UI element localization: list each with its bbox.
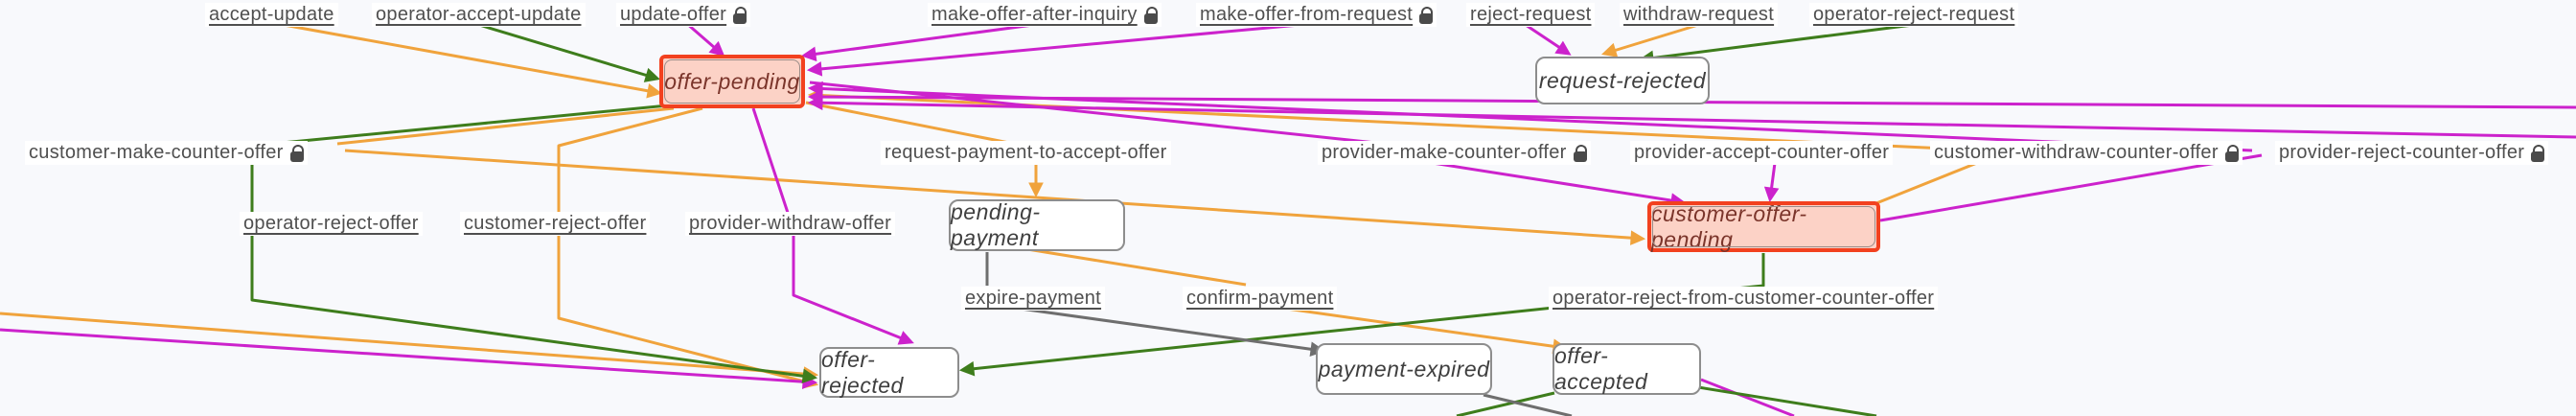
edge-offer-accepted-exit-green-b (1697, 385, 1877, 416)
transition-text: make-offer-from-request (1200, 4, 1414, 25)
lock-icon (1143, 6, 1158, 24)
edge-confirm-payment (1272, 305, 1569, 354)
edge-customer-reject-offer (557, 106, 819, 389)
transition-label-withdraw-request[interactable]: withdraw-request (1620, 3, 1779, 27)
edge-to-customer-make-counter-offer (336, 106, 675, 146)
state-node-label: pending-payment (951, 199, 1041, 250)
transition-text: make-offer-after-inquiry (932, 4, 1138, 25)
edge-operator-reject-request (1638, 23, 1914, 66)
transition-label-expire-payment[interactable]: expire-payment (961, 287, 1106, 311)
transition-label-customer-withdraw-counter-offer[interactable]: customer-withdraw-counter-offer (1930, 141, 2242, 165)
edge-make-offer-after-inquiry (800, 23, 1034, 62)
transition-text: customer-make-counter-offer (29, 142, 284, 163)
transition-text: operator-reject-offer (243, 213, 419, 234)
transition-label-confirm-payment[interactable]: confirm-payment (1183, 287, 1338, 311)
edge-make-offer-from-request (806, 23, 1300, 77)
transition-text: provider-accept-counter-offer (1634, 142, 1890, 163)
edge-reject-request (1525, 23, 1572, 56)
transition-label-make-offer-from-request[interactable]: make-offer-from-request (1196, 3, 1438, 27)
edge-to-provider-reject-counter (1879, 153, 2263, 222)
transition-text: provider-withdraw-offer (689, 213, 892, 234)
transition-text: operator-reject-request (1813, 4, 2015, 25)
transition-text: customer-reject-offer (464, 213, 647, 234)
transition-label-operator-reject-offer[interactable]: operator-reject-offer (240, 212, 423, 236)
transition-text: reject-request (1470, 4, 1592, 25)
transition-label-request-payment-to-accept-offer[interactable]: request-payment-to-accept-offer (881, 141, 1171, 165)
state-node-label: offer-rejected (821, 346, 904, 398)
state-node-offer-accepted[interactable]: offer-accepted (1552, 343, 1701, 395)
transition-label-operator-reject-request[interactable]: operator-reject-request (1809, 3, 2019, 27)
transition-text: expire-payment (965, 288, 1102, 309)
transition-label-make-offer-after-inquiry[interactable]: make-offer-after-inquiry (928, 3, 1162, 27)
transition-label-update-offer[interactable]: update-offer (616, 3, 751, 27)
edge-expire-payment (992, 303, 1326, 358)
edge-to-confirm-payment (1026, 247, 1247, 287)
transition-label-operator-reject-from-customer-counter-offer[interactable]: operator-reject-from-customer-counter-of… (1549, 287, 1939, 311)
transition-text: update-offer (620, 4, 727, 25)
state-node-customer-offer-pending[interactable]: customer-offer-pending (1647, 201, 1880, 252)
transition-label-provider-accept-counter-offer[interactable]: provider-accept-counter-offer (1630, 141, 1894, 165)
edge-from-right-edge-b (807, 95, 2576, 139)
state-node-label: customer-offer-pending (1651, 200, 1807, 252)
transition-text: accept-update (209, 4, 334, 25)
edge-customer-make-counter-offer (344, 149, 1646, 245)
edge-payment-expired-exit-gray (1483, 393, 1573, 416)
lock-icon (2531, 144, 2545, 162)
transition-text: request-payment-to-accept-offer (885, 142, 1167, 163)
edge-provider-accept-counter-offer (1763, 162, 1780, 203)
edge-accept-update (283, 23, 663, 99)
transition-label-customer-make-counter-offer[interactable]: customer-make-counter-offer (25, 141, 308, 165)
transition-text: operator-accept-update (376, 4, 582, 25)
state-node-payment-expired[interactable]: payment-expired (1316, 343, 1492, 395)
transition-label-provider-reject-counter-offer[interactable]: provider-reject-counter-offer (2275, 141, 2549, 165)
state-node-label: request-rejected (1538, 67, 1707, 93)
transition-label-operator-accept-update[interactable]: operator-accept-update (372, 3, 586, 27)
edge-into-offer-rejected-left-b (0, 328, 818, 389)
lock-icon (2224, 144, 2239, 162)
transition-label-provider-withdraw-offer[interactable]: provider-withdraw-offer (685, 212, 896, 236)
state-node-label: payment-expired (1318, 356, 1490, 381)
edge-operator-reject-from-customer-counter-offer (958, 253, 1765, 377)
transition-label-accept-update[interactable]: accept-update (205, 3, 338, 27)
edge-into-offer-rejected-left-a (0, 312, 819, 381)
state-node-offer-rejected[interactable]: offer-rejected (819, 347, 959, 398)
transition-label-provider-make-counter-offer[interactable]: provider-make-counter-offer (1318, 141, 1591, 165)
transition-text: operator-reject-from-customer-counter-of… (1552, 288, 1935, 309)
edge-operator-accept-update (478, 23, 660, 82)
lock-icon (289, 144, 304, 162)
edge-provider-make-counter-offer (1419, 159, 1687, 208)
edge-to-request-payment (805, 101, 1015, 146)
edge-operator-reject-offer (250, 104, 818, 384)
state-node-label: offer-accepted (1554, 343, 1648, 394)
transition-text: provider-reject-counter-offer (2279, 142, 2525, 163)
state-node-pending-payment[interactable]: pending-payment (949, 199, 1125, 251)
transition-text: provider-make-counter-offer (1322, 142, 1567, 163)
transition-text: customer-withdraw-counter-offer (1934, 142, 2219, 163)
lock-icon (1419, 6, 1434, 24)
state-node-label: offer-pending (664, 68, 800, 94)
edge-offer-accepted-exit-green-a (1456, 391, 1555, 416)
state-node-offer-pending[interactable]: offer-pending (659, 55, 805, 108)
state-node-request-rejected[interactable]: request-rejected (1535, 57, 1710, 104)
edge-withdraw-request (1601, 23, 1699, 58)
edge-update-offer (685, 21, 725, 58)
transition-text: confirm-payment (1186, 288, 1334, 309)
transition-label-reject-request[interactable]: reject-request (1466, 3, 1596, 27)
lock-icon (1573, 144, 1587, 162)
lock-icon (733, 6, 748, 24)
transition-label-customer-reject-offer[interactable]: customer-reject-offer (460, 212, 651, 236)
transition-text: withdraw-request (1623, 4, 1775, 25)
edge-offer-accepted-exit-magenta (1700, 378, 1795, 416)
edge-provider-withdraw-offer (751, 107, 914, 345)
